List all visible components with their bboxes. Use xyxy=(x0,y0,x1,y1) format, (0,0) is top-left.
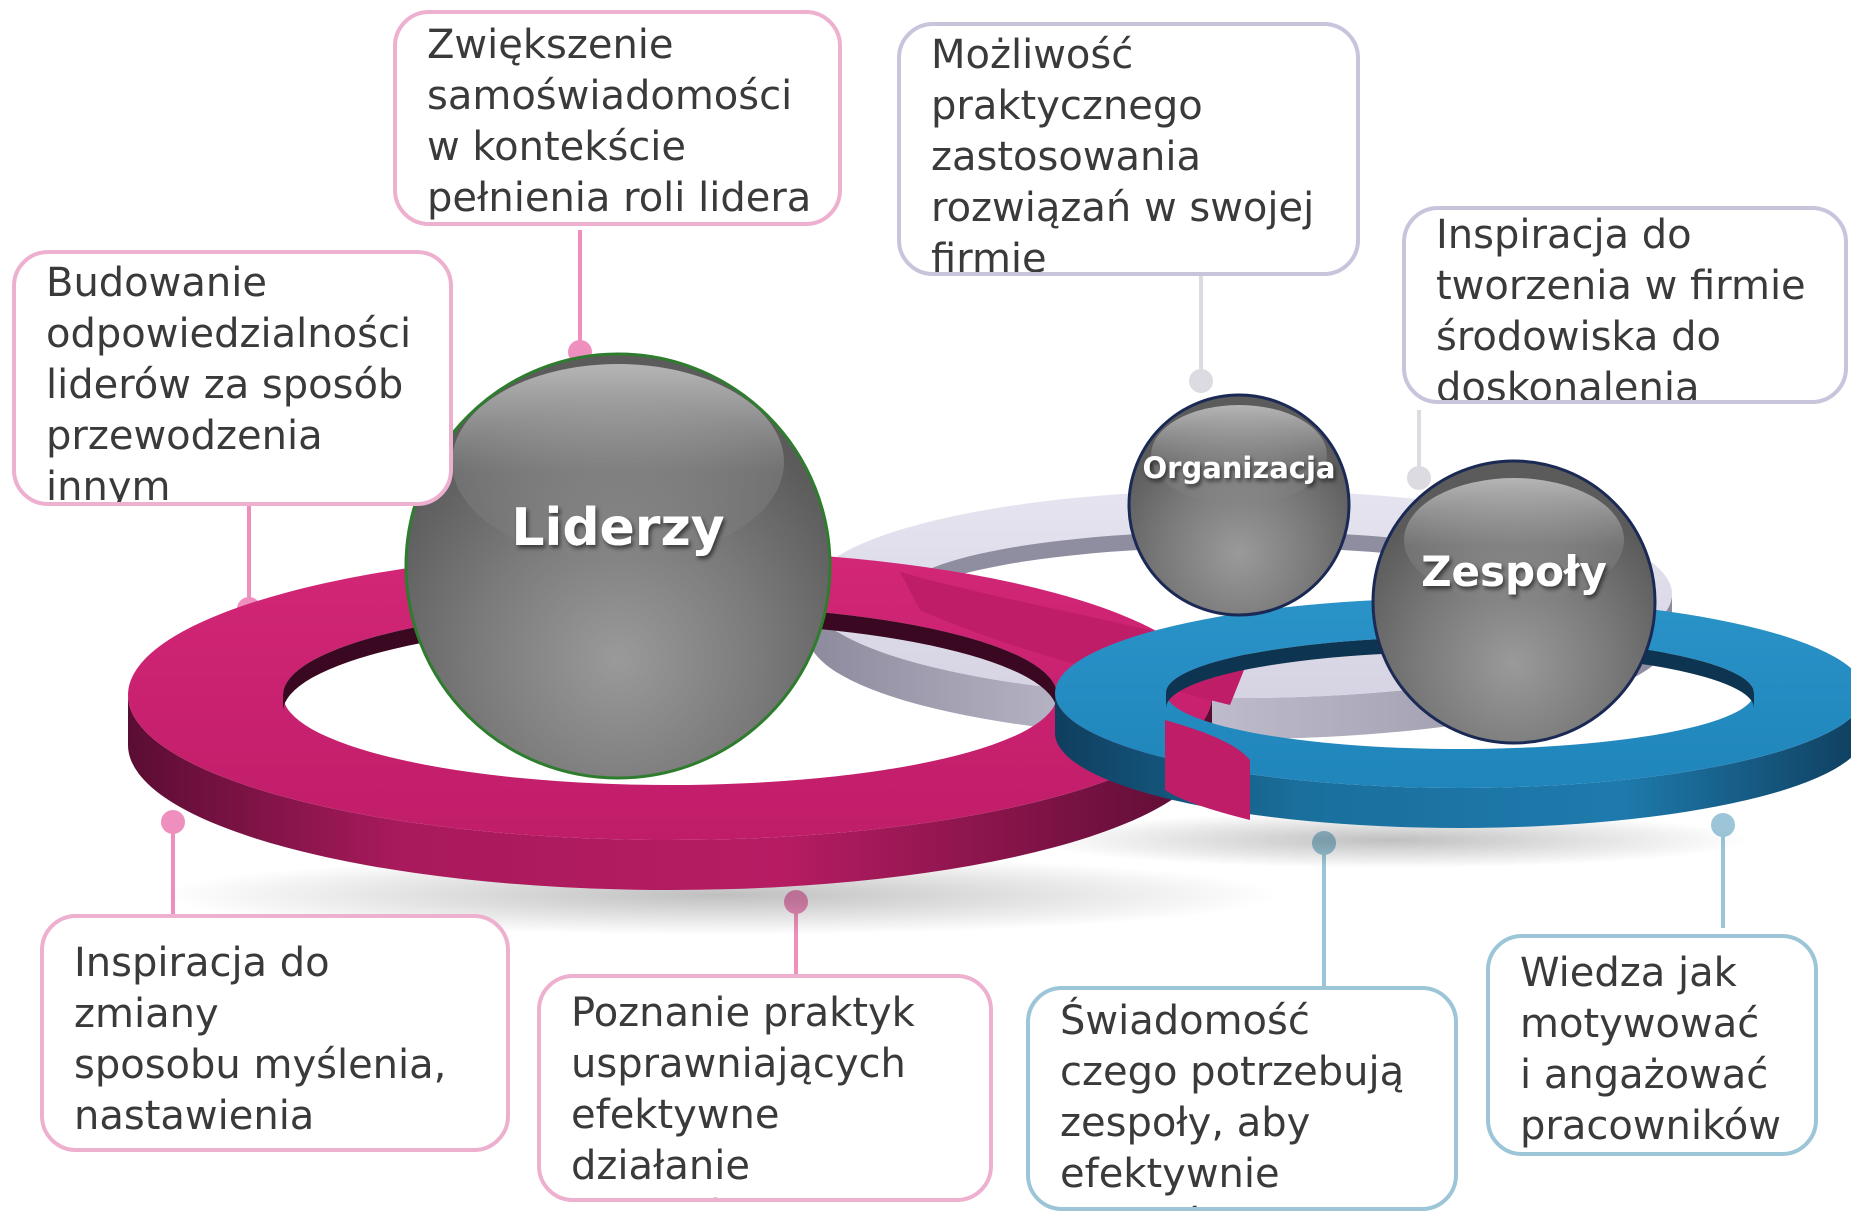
organization-sphere: Organizacja xyxy=(1127,393,1351,617)
benefit-box-team-needs: Świadomość czego potrzebują zespoły, aby… xyxy=(1026,986,1458,1211)
connector-dot xyxy=(161,810,185,834)
teams-sphere: Zespoły xyxy=(1371,459,1657,745)
leaders-label: Liderzy xyxy=(511,498,724,558)
benefit-box-motivation: Wiedza jak motywować i angażować pracown… xyxy=(1486,934,1818,1156)
connector-dot xyxy=(1189,369,1213,393)
organization-label: Organizacja xyxy=(1142,451,1335,485)
benefit-box-self-awareness: Zwiększenie samoświadomości w kontekście… xyxy=(393,10,842,226)
benefit-box-responsibility: Budowanie odpowiedzialności liderów za s… xyxy=(12,250,453,506)
benefit-box-improvement-environment: Inspiracja do tworzenia w firmie środowi… xyxy=(1402,206,1848,404)
benefit-box-practical-application: Możliwość praktycznego zastosowania rozw… xyxy=(897,22,1360,276)
benefit-box-mindset-change: Inspiracja do zmiany sposobu myślenia, n… xyxy=(40,914,510,1152)
leaders-sphere: Liderzy xyxy=(404,352,832,780)
connector-dot xyxy=(1407,466,1431,490)
benefit-box-team-practices: Poznanie praktyk usprawniających efektyw… xyxy=(537,974,993,1202)
teams-label: Zespoły xyxy=(1421,547,1607,596)
